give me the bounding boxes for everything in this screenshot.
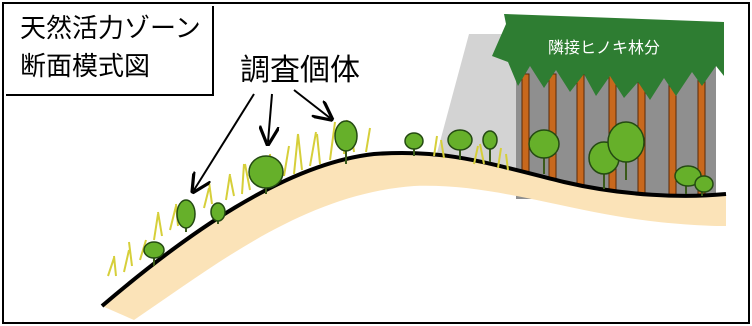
title-line-1: 天然活力ゾーン [20, 14, 201, 44]
arrow [194, 93, 255, 190]
survey-tree [404, 132, 424, 156]
hinoki-canopy [492, 14, 724, 100]
understory-tree [694, 175, 714, 196]
survey-tree [334, 120, 358, 164]
understory-tree [607, 121, 645, 180]
arrow [268, 93, 272, 142]
survey-tree [210, 202, 226, 224]
survey-tree [248, 155, 284, 194]
survey-tree [482, 130, 498, 162]
title-line-2: 断面模式図 [20, 52, 151, 82]
cross-section-diagram [100, 14, 727, 320]
pointer-arrows [194, 89, 330, 190]
trees [143, 120, 714, 266]
understory-tree [528, 129, 560, 174]
survey-individuals-label: 調査個体 [240, 53, 360, 88]
adjacent-forest-label: 隣接ヒノキ林分 [548, 38, 661, 57]
survey-tree [176, 199, 196, 232]
survey-tree [447, 129, 473, 160]
title-box: 天然活力ゾーン 断面模式図 [6, 6, 214, 96]
survey-tree [143, 241, 165, 266]
arrow [293, 89, 330, 118]
